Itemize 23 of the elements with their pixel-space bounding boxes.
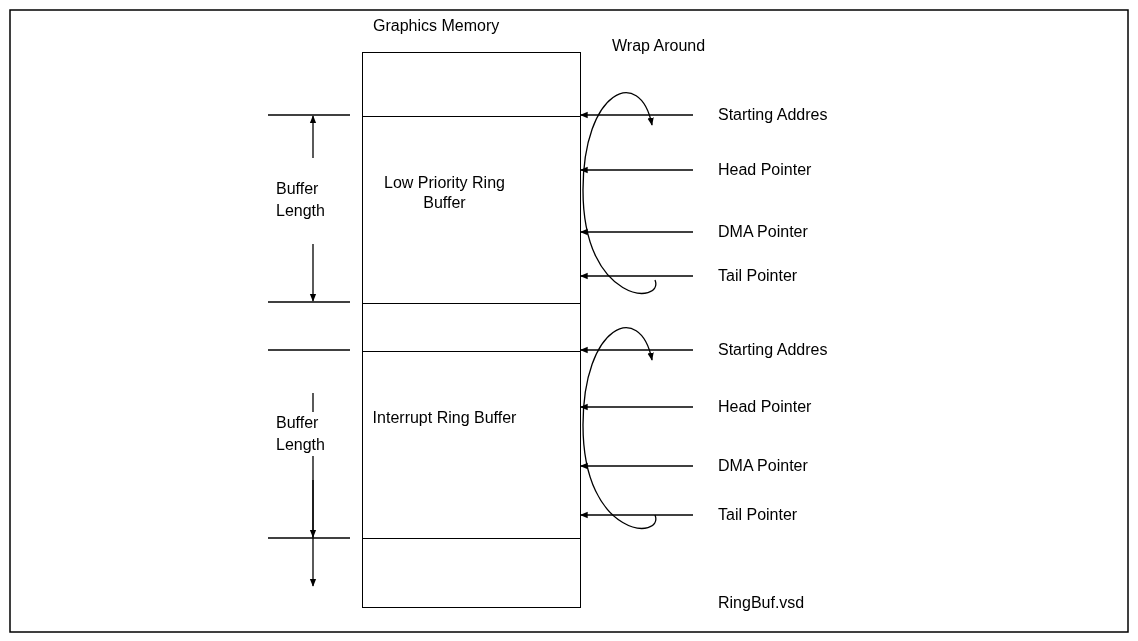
memory-heading: Graphics Memory bbox=[373, 17, 500, 35]
pointer-label: Tail Pointer bbox=[718, 266, 798, 286]
buffer-region bbox=[361, 351, 581, 539]
pointer-label: Head Pointer bbox=[718, 160, 812, 180]
pointer-label: DMA Pointer bbox=[718, 456, 808, 476]
arrow bbox=[579, 228, 694, 236]
buffer-region bbox=[361, 116, 581, 304]
wrap-label: Wrap Around bbox=[612, 36, 706, 56]
pointer-label: DMA Pointer bbox=[718, 222, 808, 242]
buffer-name: Low Priority Ring Buffer bbox=[383, 173, 506, 213]
arrow bbox=[579, 346, 694, 354]
pointer-label: Head Pointer bbox=[718, 397, 812, 417]
arrow bbox=[579, 462, 694, 470]
file-name-note: RingBuf.vsd bbox=[718, 593, 805, 613]
buffer-name: Interrupt Ring Buffer bbox=[371, 408, 518, 428]
pointer-label: Tail Pointer bbox=[718, 505, 798, 525]
arrow bbox=[579, 511, 694, 519]
pointer-label: Starting Addres bbox=[718, 105, 828, 125]
arrow bbox=[579, 403, 694, 411]
arrow bbox=[579, 272, 694, 280]
arrow bbox=[579, 111, 694, 119]
pointer-label: Starting Addres bbox=[718, 340, 828, 360]
arrow bbox=[579, 166, 694, 174]
